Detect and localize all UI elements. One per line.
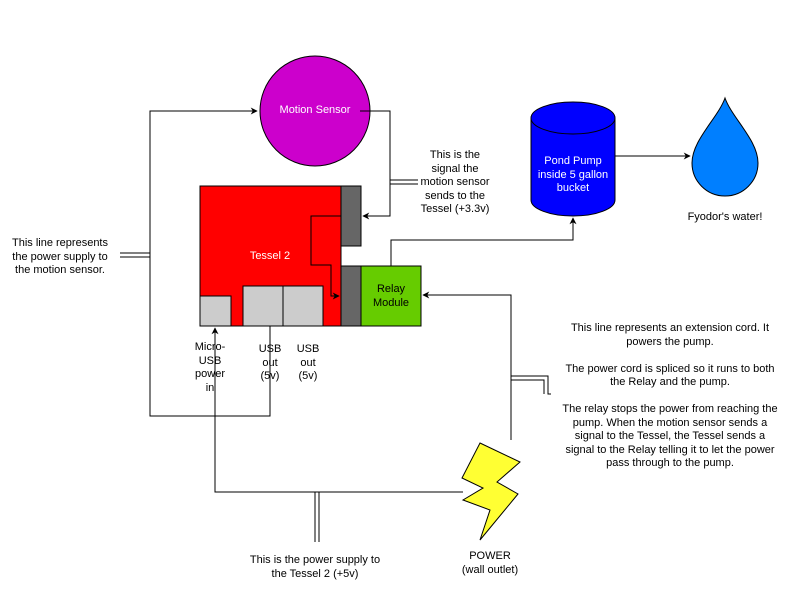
sensor-signal-line [360, 110, 391, 220]
tessel-label: Tessel 2 [249, 250, 291, 262]
power-sublabel: (wall outlet) [461, 564, 519, 576]
tessel-power-note: This is the power supply to the Tessel 2… [249, 554, 381, 580]
extension-cord-line [422, 291, 512, 440]
usb-out-port-1 [242, 285, 284, 327]
water-drop-icon [691, 96, 759, 197]
sensor-power-note: This line represents the power supply to… [12, 237, 108, 276]
water-label: Fyodor's water! [687, 211, 763, 223]
relay-connector [340, 265, 362, 327]
micro-usb-port [199, 295, 232, 327]
tessel-signal-connector [340, 185, 362, 247]
power-lightning-icon [461, 442, 521, 541]
pond-pump-node [530, 101, 616, 217]
power-label: POWER [469, 550, 511, 562]
relay-module [360, 265, 422, 327]
relay-to-pump-line [390, 217, 577, 266]
tessel-to-relay-line [310, 215, 341, 300]
sensor-signal-note: This is the signal the motion sensor sen… [420, 149, 490, 215]
extension-cord-note: This line represents an extension cord. … [562, 322, 778, 469]
usb-out-1-label: USB out (5v) [258, 343, 282, 382]
tessel-power-line [211, 327, 463, 493]
pump-label: Pond Pump inside 5 gallon bucket [537, 155, 609, 194]
sensor-power-line [149, 107, 271, 417]
usb-out-2-label: USB out (5v) [296, 343, 320, 382]
motion-sensor-label: Motion Sensor [279, 104, 351, 116]
micro-usb-label: Micro- USB power in [194, 341, 226, 394]
usb-out-port-2 [282, 285, 324, 327]
relay-label: Relay Module [372, 283, 410, 309]
